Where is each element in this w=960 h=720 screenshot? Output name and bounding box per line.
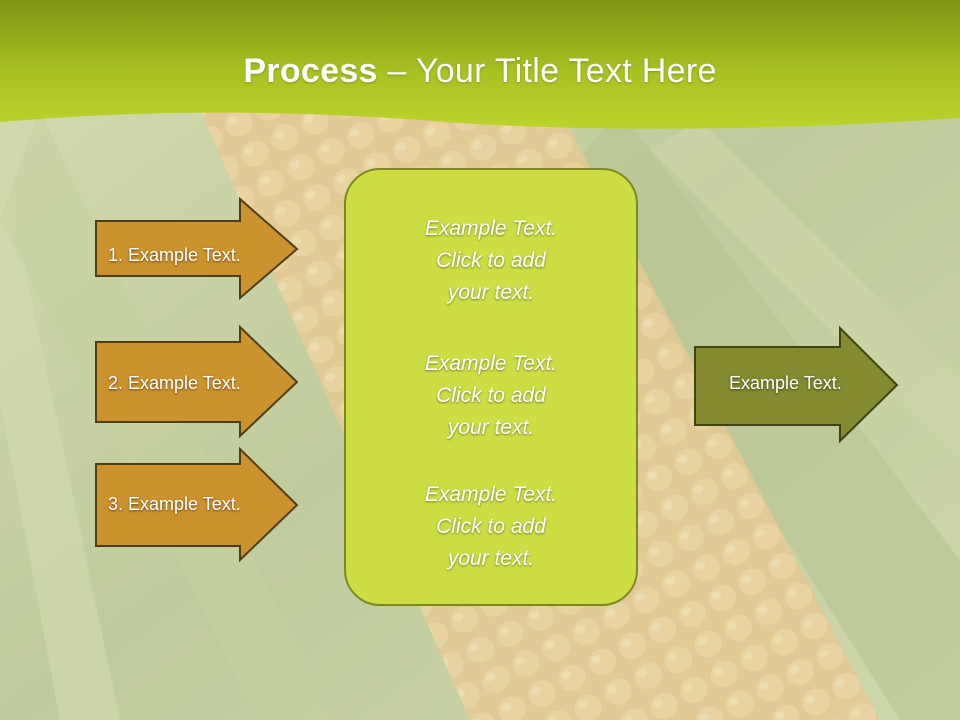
center-content-box[interactable]: Example Text. Click to add your text. Ex… (344, 168, 638, 606)
center-paragraph-line: Click to add (436, 515, 546, 538)
arrow-shape (95, 324, 299, 439)
center-paragraph-line: Example Text. (424, 352, 558, 375)
center-paragraph-line: Example Text. (424, 217, 558, 240)
right-arrow[interactable]: Example Text. (694, 325, 899, 444)
center-paragraph-line: your text. (447, 547, 535, 570)
arrow-shape (95, 196, 299, 301)
left-arrow-2[interactable]: 2. Example Text. (95, 324, 299, 439)
left-arrow-3[interactable]: 3. Example Text. (95, 446, 299, 563)
left-arrow-1-label: 1. Example Text. (108, 245, 241, 265)
right-arrow-label: Example Text. (729, 373, 842, 393)
title-separator: – (377, 52, 416, 90)
left-arrow-3-label: 3. Example Text. (108, 494, 241, 514)
left-arrow-2-label: 2. Example Text. (108, 373, 241, 393)
center-paragraph-1: Example Text. Click to add your text. (346, 213, 636, 309)
arrow-shape (694, 325, 899, 444)
center-paragraph-line: Click to add (436, 249, 546, 272)
title-rest: Your Title Text Here (415, 52, 717, 90)
center-paragraph-2: Example Text. Click to add your text. (346, 348, 636, 444)
center-paragraph-line: your text. (447, 281, 535, 304)
center-paragraph-line: Example Text. (424, 483, 558, 506)
center-paragraph-line: your text. (447, 416, 535, 439)
center-paragraph-3: Example Text. Click to add your text. (346, 479, 636, 575)
title-bold-word: Process (243, 52, 378, 90)
center-paragraph-line: Click to add (436, 384, 546, 407)
left-arrow-1[interactable]: 1. Example Text. (95, 196, 299, 301)
slide-title[interactable]: Process – Your Title Text Here (0, 52, 960, 91)
arrow-shape (95, 446, 299, 563)
